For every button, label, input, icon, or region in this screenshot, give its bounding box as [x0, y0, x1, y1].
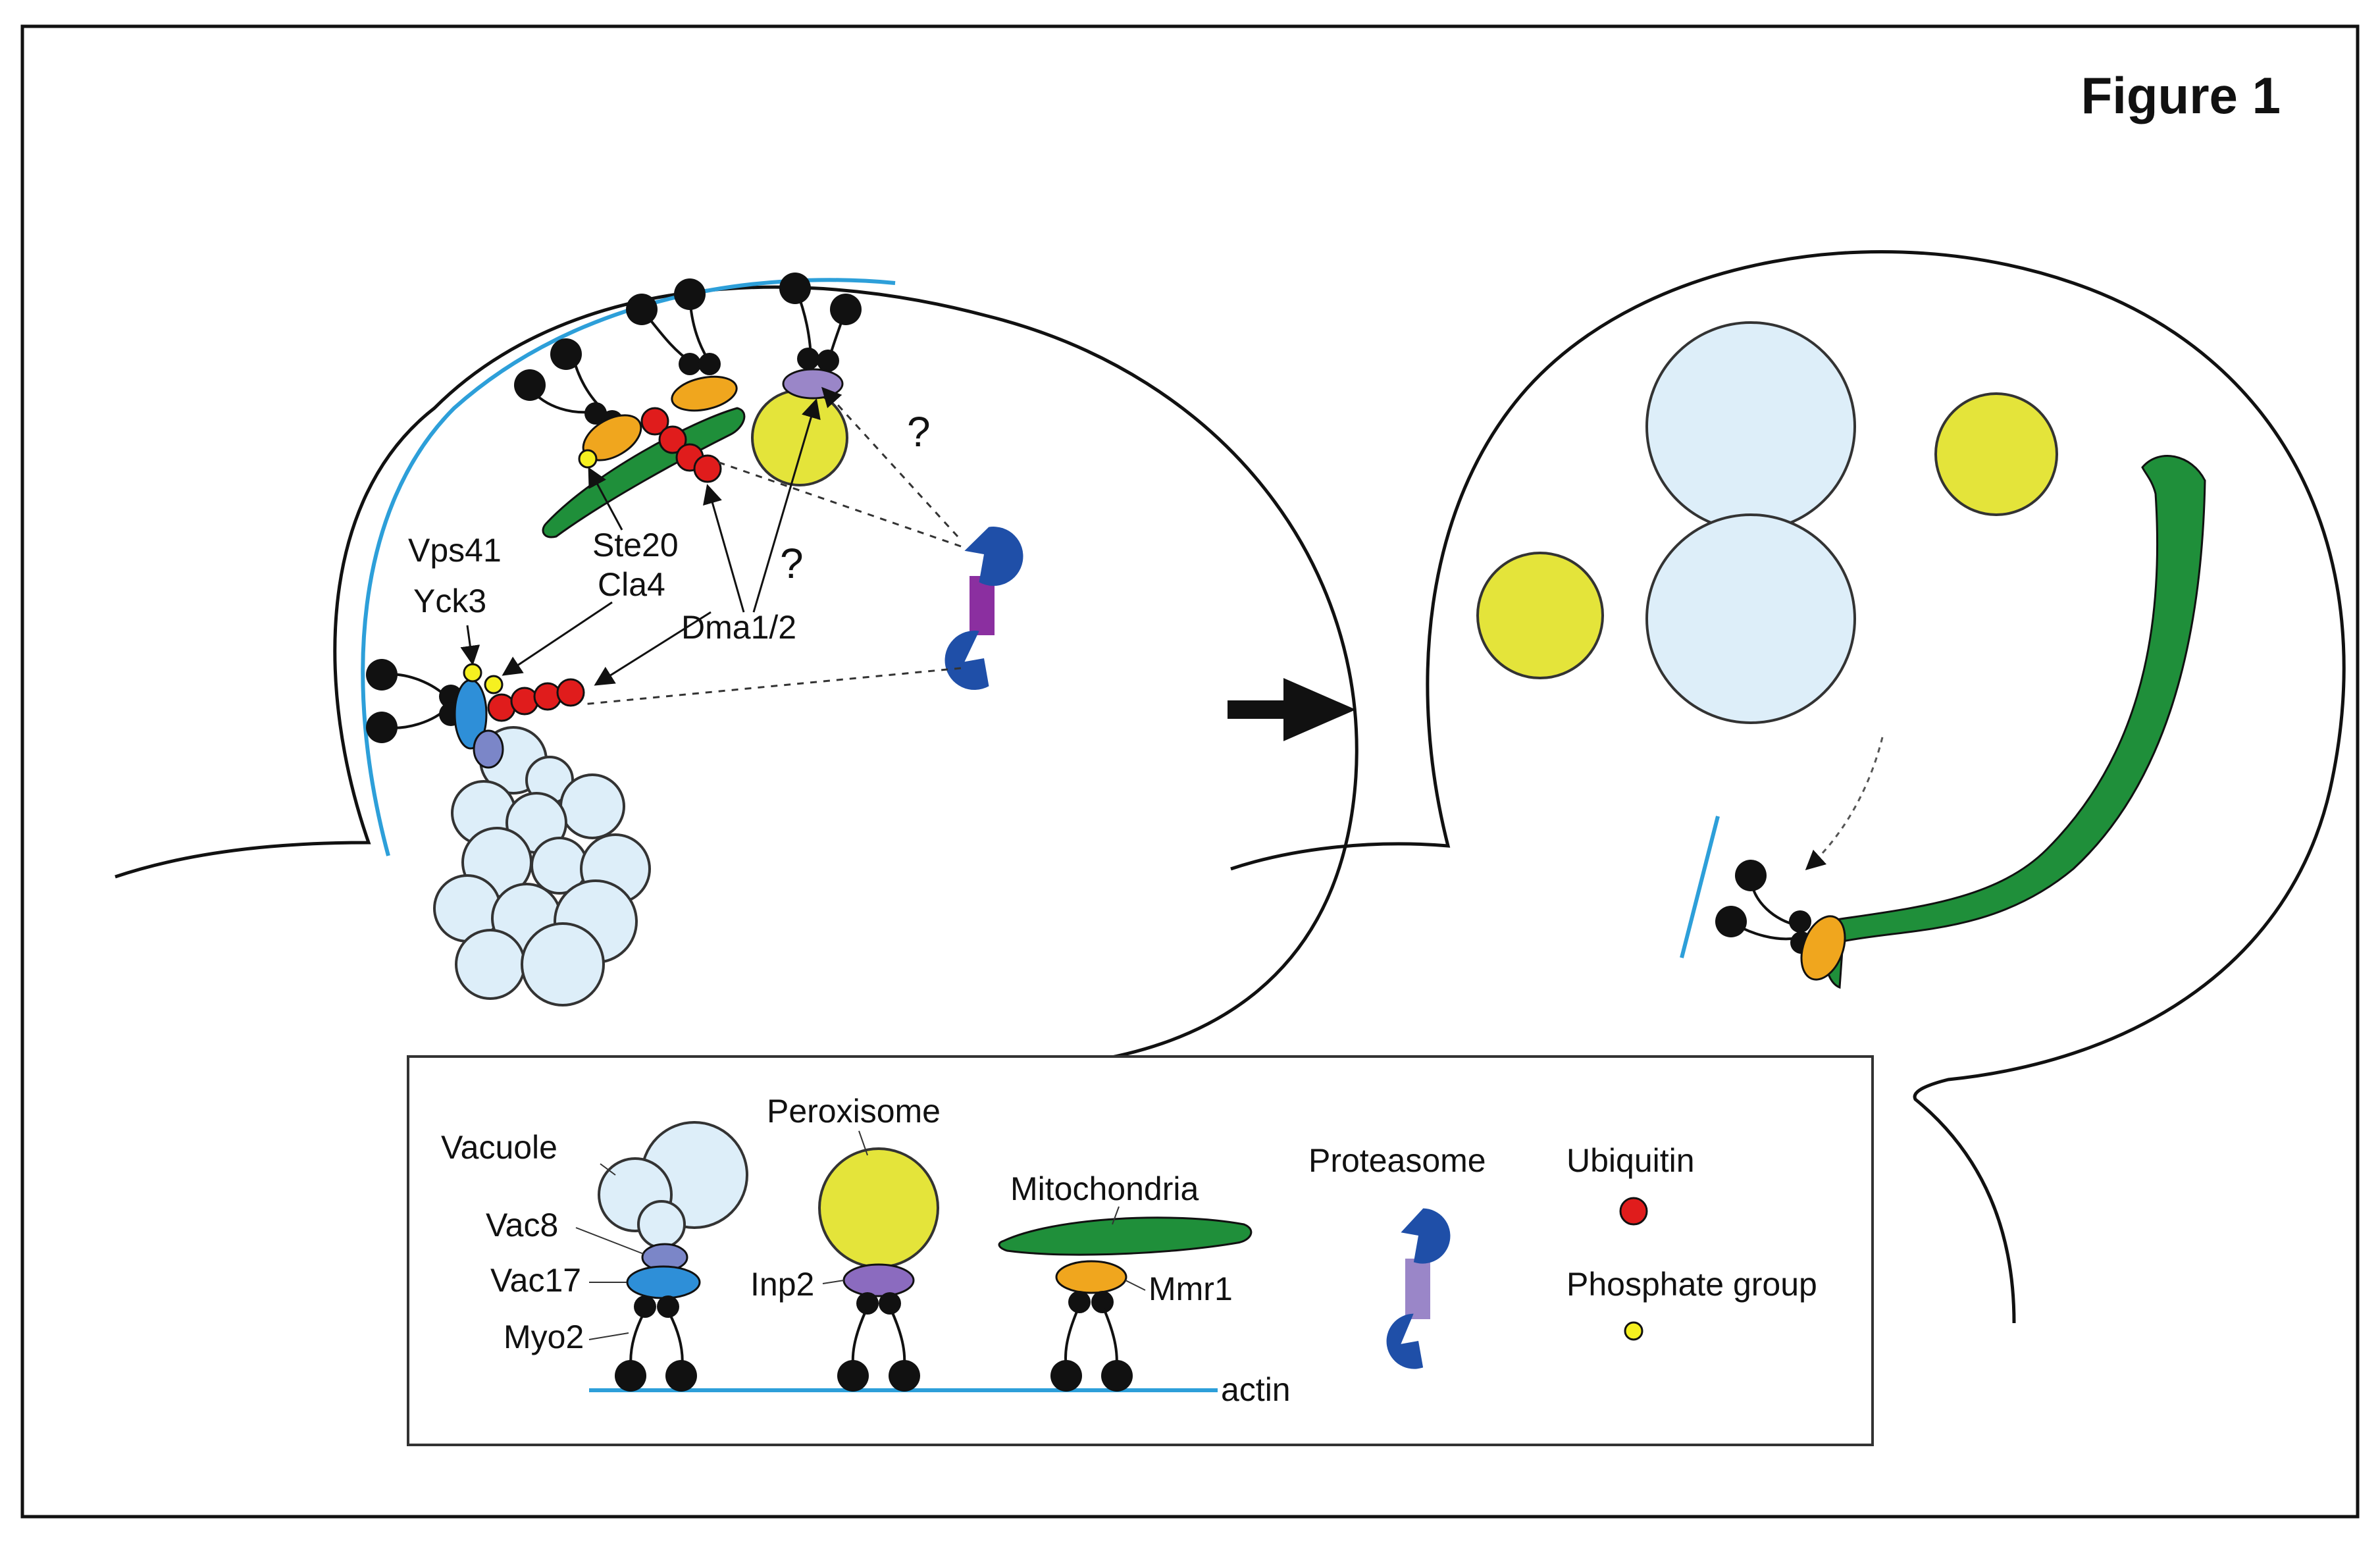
legend-peroxisome: Peroxisome Inp2 [750, 1093, 941, 1392]
vacuole-upper [1645, 321, 1856, 532]
myo2-neck [679, 353, 701, 375]
vac8-protein [473, 729, 504, 769]
myo2-head [514, 369, 546, 401]
figure-title: Figure 1 [2081, 66, 2281, 124]
myo2-head [550, 338, 582, 370]
left-cell: Vps41 Yck3 Ste20 Cla4 Dma1/2 ? ? [115, 273, 1358, 1101]
peroxisome-complex [751, 273, 862, 486]
label-ste20: Ste20 [592, 527, 679, 563]
label-proteasome: Proteasome [1308, 1142, 1486, 1179]
myo2-head [1715, 906, 1747, 937]
left-cell-cortex [361, 278, 896, 856]
mmr1-protein [1800, 915, 1846, 981]
right-cortex [1680, 816, 1720, 958]
myo2-head [626, 294, 658, 325]
vac17-protein [626, 1265, 701, 1299]
label-phosphate: Phosphate group [1566, 1266, 1817, 1303]
phosphate-swatch [1624, 1321, 1643, 1341]
right-cell [1230, 250, 2346, 1324]
legend-box: actin Vacuole Vac8 Vac17 Myo2 [407, 1055, 1874, 1446]
phosphate-dot [484, 675, 504, 694]
myo2-neck [698, 353, 721, 375]
label-vacuole: Vacuole [441, 1129, 557, 1166]
vacuole-lower [1645, 513, 1856, 724]
label-ubiquitin: Ubiquitin [1566, 1142, 1695, 1179]
proteasome-core [970, 576, 995, 635]
inp2-protein [782, 368, 844, 400]
myo2-neck [797, 348, 819, 370]
vacuole-vesicle [521, 922, 605, 1006]
myo2-head [366, 659, 398, 691]
phosphate-dot [463, 663, 482, 683]
mitochondrion [542, 407, 746, 538]
label-vps41: Vps41 [408, 532, 502, 569]
proteasome-cap [964, 527, 1023, 587]
proteasome [944, 527, 1023, 691]
myo2-neck [1789, 910, 1811, 933]
myo2-head [674, 278, 706, 310]
mmr1-protein [1055, 1260, 1127, 1294]
peroxisome [751, 389, 848, 486]
label-cla4: Cla4 [598, 566, 665, 603]
label-question-upper: ? [907, 408, 931, 456]
label-question-lower: ? [780, 540, 804, 587]
mitochondria-complex [514, 278, 746, 538]
label-myo2: Myo2 [504, 1319, 584, 1355]
label-yck3: Yck3 [413, 583, 486, 619]
movement-dashed-arrow [1805, 737, 1884, 871]
label-actin: actin [1221, 1371, 1291, 1408]
legend-mitochondria: Mitochondria Mmr1 [998, 1170, 1253, 1392]
label-peroxisome: Peroxisome [767, 1093, 941, 1130]
proteasome-dashed-links [582, 386, 962, 706]
figure-border [20, 24, 2360, 1519]
myo2-head [830, 294, 862, 325]
label-vac8: Vac8 [486, 1207, 558, 1243]
label-inp2: Inp2 [750, 1266, 814, 1303]
label-vac17: Vac17 [490, 1262, 581, 1299]
myo2-head [366, 712, 398, 743]
vacuole-vesicle [559, 773, 625, 839]
myo2-neck [817, 350, 839, 372]
legend-proteasome: Proteasome [1308, 1142, 1486, 1369]
ubiquitin-swatch [1619, 1197, 1648, 1226]
myo2-head [779, 273, 811, 304]
inp2-protein [842, 1263, 915, 1297]
peroxisome-left [1476, 552, 1604, 679]
label-dma12: Dma1/2 [681, 609, 796, 646]
label-mitochondria: Mitochondria [1010, 1170, 1199, 1207]
annotation-arrows [460, 398, 821, 686]
left-cell-outline [115, 285, 1358, 1101]
ubiquitin-chain [640, 407, 722, 483]
myo2-head [1735, 860, 1767, 891]
vacuole-motor-complex [366, 659, 585, 769]
transition-arrow [1228, 678, 1356, 741]
legend-modifications: Ubiquitin Phosphate group [1566, 1142, 1817, 1341]
vacuole-cluster [433, 726, 651, 1006]
proteasome-cap [944, 631, 989, 691]
mitochondrion-elongated [1822, 455, 2206, 989]
label-mmr1: Mmr1 [1149, 1270, 1233, 1307]
mmr1-protein [671, 375, 738, 412]
vacuole-vesicle [455, 929, 526, 1000]
phosphate-dot [578, 449, 598, 469]
right-cell-outline [1230, 250, 2346, 1324]
peroxisome-right [1934, 392, 2058, 516]
legend-vacuole: Vacuole Vac8 Vac17 Myo2 [441, 1121, 748, 1392]
ubiquitin-chain [487, 678, 585, 722]
